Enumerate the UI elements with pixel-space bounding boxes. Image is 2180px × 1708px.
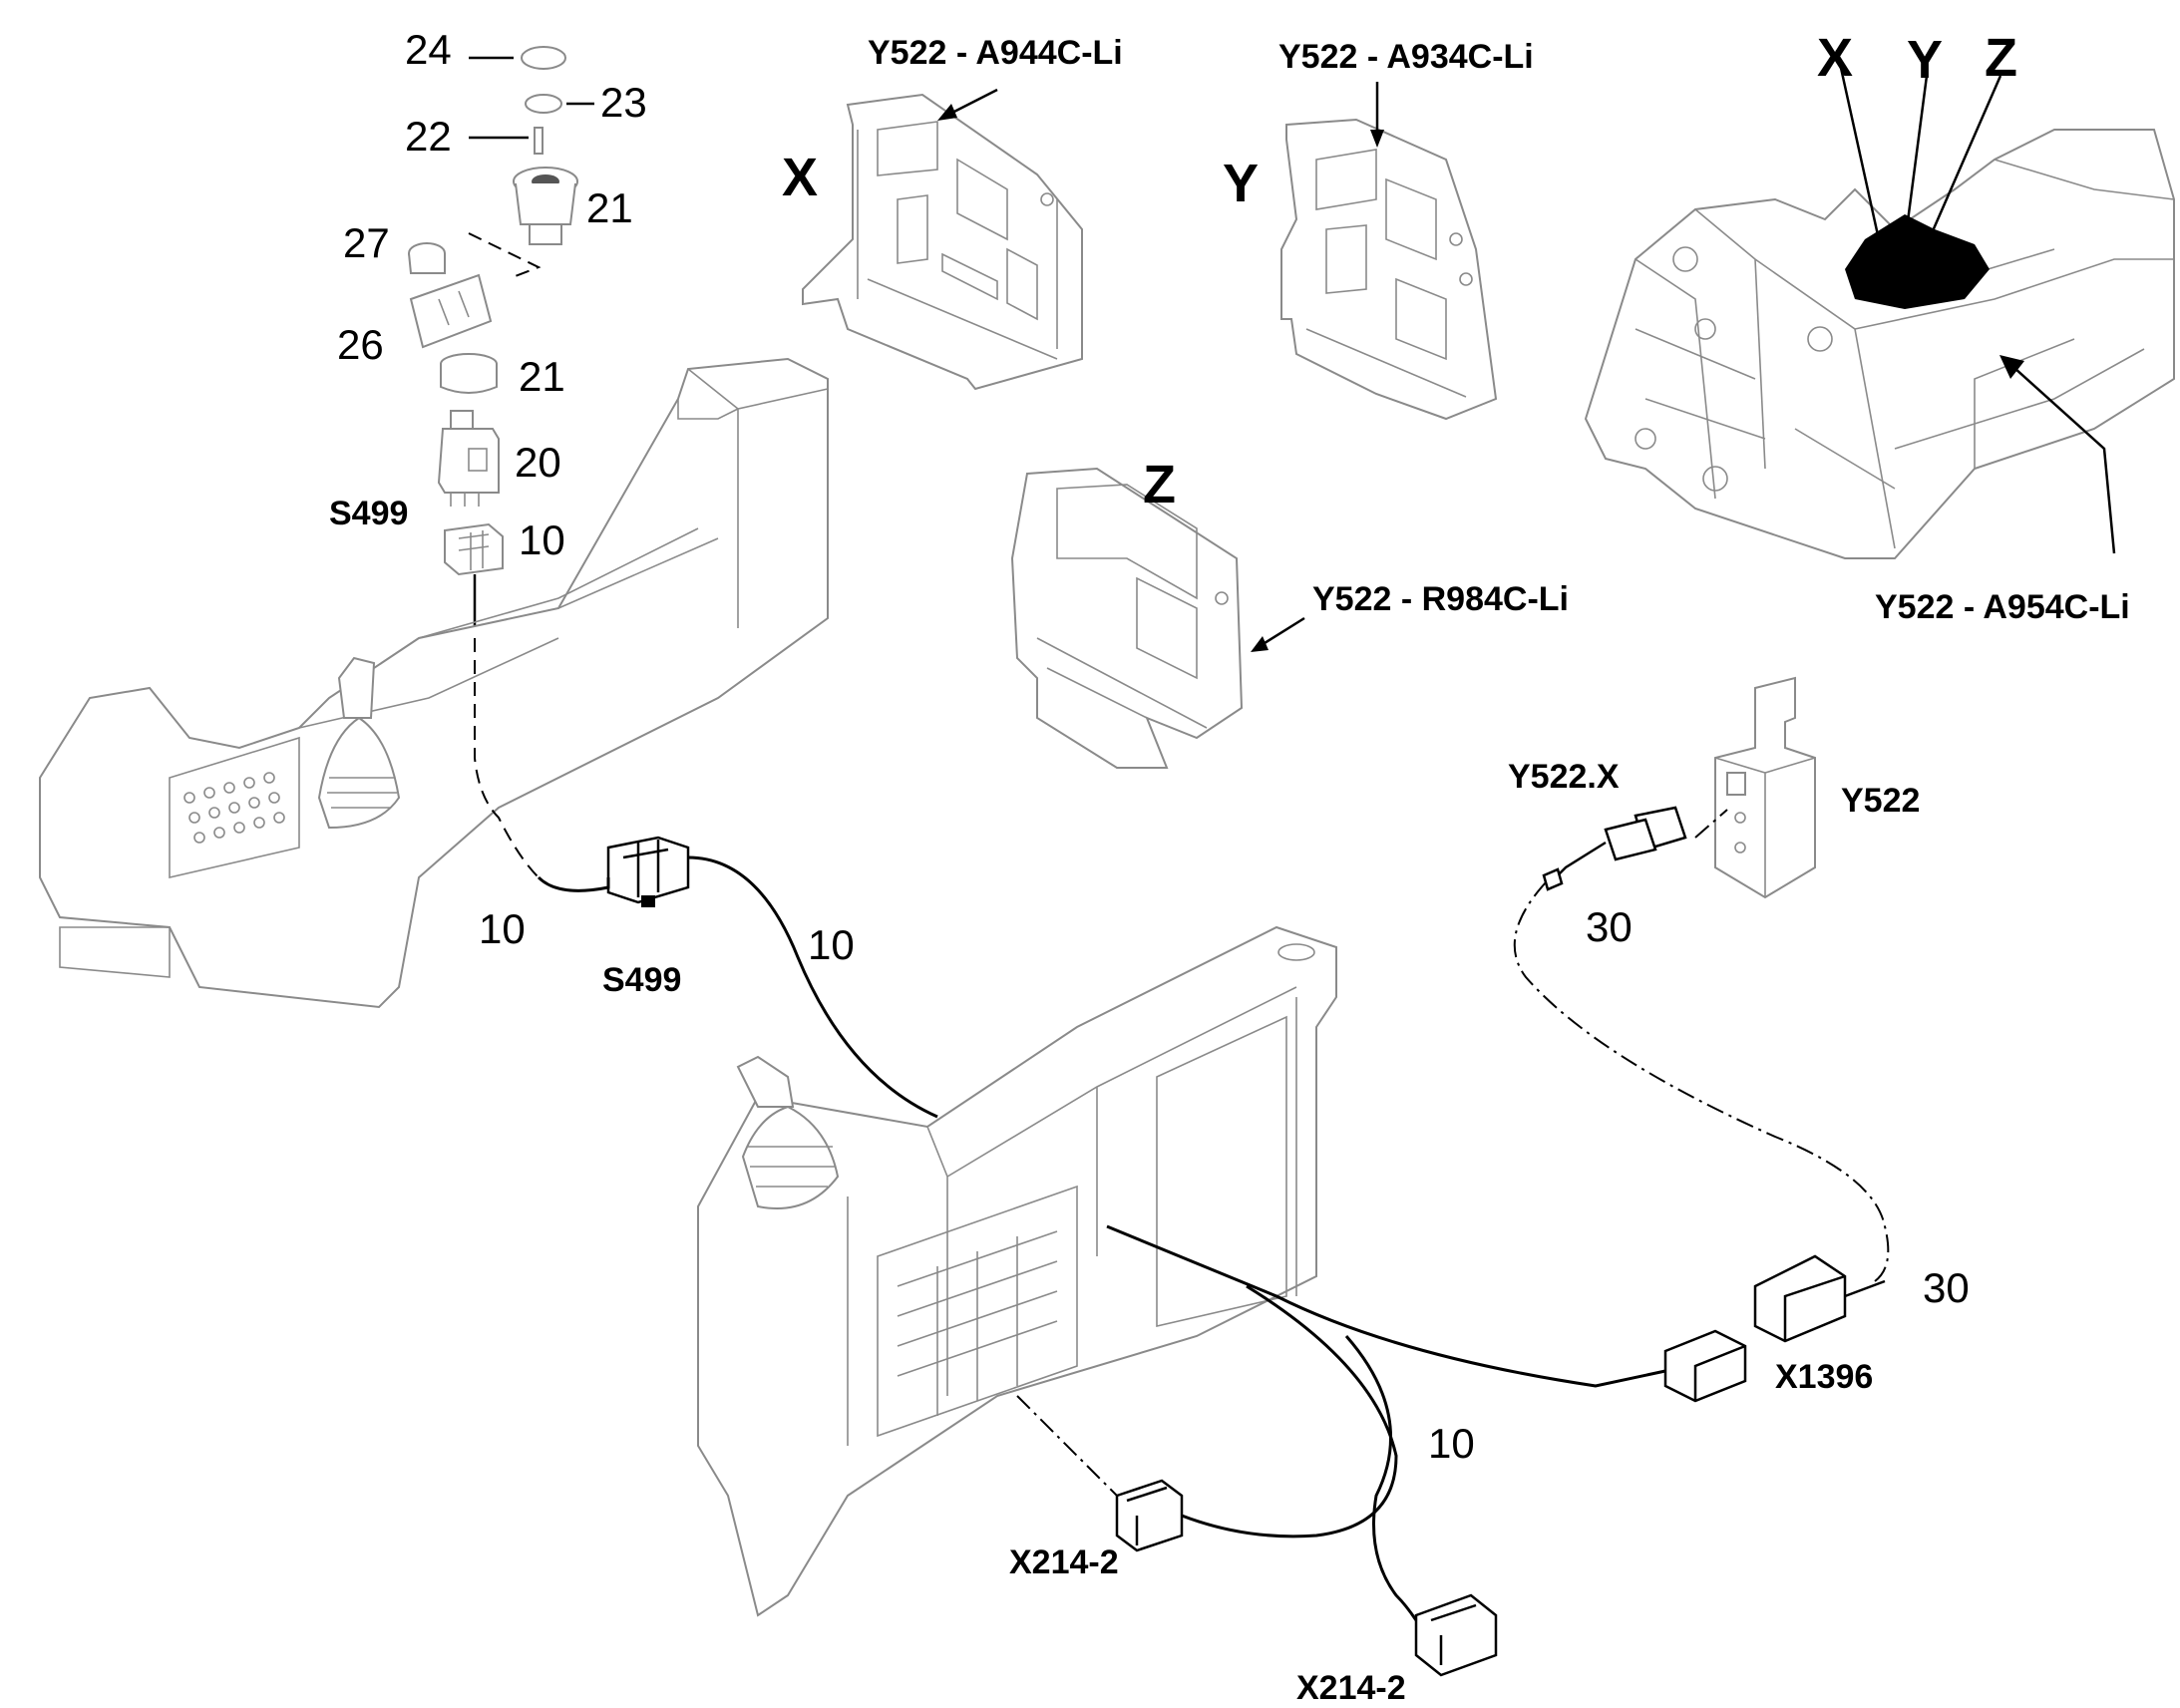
callout-leaders	[469, 56, 1384, 652]
label-part-30-lower: 30	[1923, 1264, 1970, 1311]
label-bracket-y-letter: Y	[1223, 154, 1259, 213]
labels: 24 23 22 21 27 26 21 20 S499 10 10 S499 …	[329, 26, 2130, 1707]
part-23-oring[interactable]	[525, 94, 562, 114]
label-part-20: 20	[515, 439, 561, 486]
part-22-pin[interactable]	[534, 127, 544, 155]
label-frame-z: Z	[1985, 28, 2017, 88]
label-bracket-x-letter: X	[782, 148, 818, 207]
label-bracket-z-ref: Y522 - R984C-Li	[1312, 580, 1569, 618]
connector-x1396[interactable]	[1663, 1254, 1886, 1403]
label-frame-y: Y	[1907, 30, 1943, 90]
label-bracket-y-ref: Y522 - A934C-Li	[1278, 38, 1534, 76]
label-part-27: 27	[343, 219, 390, 266]
label-part-10-lower: 10	[1428, 1420, 1475, 1467]
label-x214-2-harness: X214-2	[1296, 1669, 1406, 1707]
wiring	[474, 638, 1890, 1621]
label-x1396: X1396	[1775, 1358, 1873, 1396]
label-bracket-x-ref: Y522 - A944C-Li	[868, 34, 1123, 72]
left-console[interactable]	[39, 357, 829, 1009]
part-21-ring[interactable]	[440, 353, 498, 394]
label-part-10-console: 10	[479, 905, 526, 952]
y522-solenoid-valve[interactable]	[1714, 676, 1816, 899]
label-s499-top: S499	[329, 495, 408, 532]
control-board	[877, 1185, 1078, 1438]
part-21-knob[interactable]	[513, 167, 578, 245]
bracket-location-fill	[1845, 214, 1990, 309]
label-s499-console: S499	[602, 961, 681, 999]
label-part-21-ring: 21	[519, 353, 565, 400]
part-26-plate[interactable]	[409, 273, 493, 349]
right-joystick[interactable]	[736, 1055, 840, 1209]
connector-y522x[interactable]	[1542, 806, 1687, 891]
label-frame-ref: Y522 - A954C-Li	[1875, 588, 2130, 626]
switch-exploded-stack	[408, 46, 578, 638]
s499-mounted-switch[interactable]	[606, 836, 690, 907]
machine-frame[interactable]	[1584, 49, 2175, 559]
connector-x214-2-harness[interactable]	[1414, 1593, 1498, 1677]
part-20-switch-body[interactable]	[437, 410, 500, 507]
label-x214-2-board: X214-2	[1009, 1543, 1119, 1581]
bracket-z[interactable]	[1010, 467, 1244, 769]
label-y522: Y522	[1841, 782, 1920, 820]
connector-x214-2-board[interactable]	[1115, 1479, 1184, 1552]
label-part-22: 22	[405, 113, 452, 160]
console-keypad	[183, 772, 285, 844]
part-24-cap[interactable]	[521, 46, 566, 70]
label-part-24: 24	[405, 26, 452, 73]
label-frame-x: X	[1817, 28, 1853, 88]
bracket-x[interactable]	[802, 93, 1083, 391]
right-console[interactable]	[697, 925, 1337, 1617]
label-part-23: 23	[600, 79, 647, 126]
label-part-10-wire: 10	[808, 921, 855, 968]
label-bracket-z-letter: Z	[1143, 455, 1176, 514]
label-part-30-upper: 30	[1586, 903, 1633, 950]
label-part-26: 26	[337, 321, 384, 368]
label-part-10-top: 10	[519, 516, 565, 563]
left-joystick[interactable]	[317, 656, 401, 830]
part-27-plug[interactable]	[408, 242, 446, 274]
label-part-21-knob: 21	[586, 184, 633, 231]
label-y522x: Y522.X	[1508, 758, 1620, 796]
bracket-y[interactable]	[1280, 118, 1498, 421]
